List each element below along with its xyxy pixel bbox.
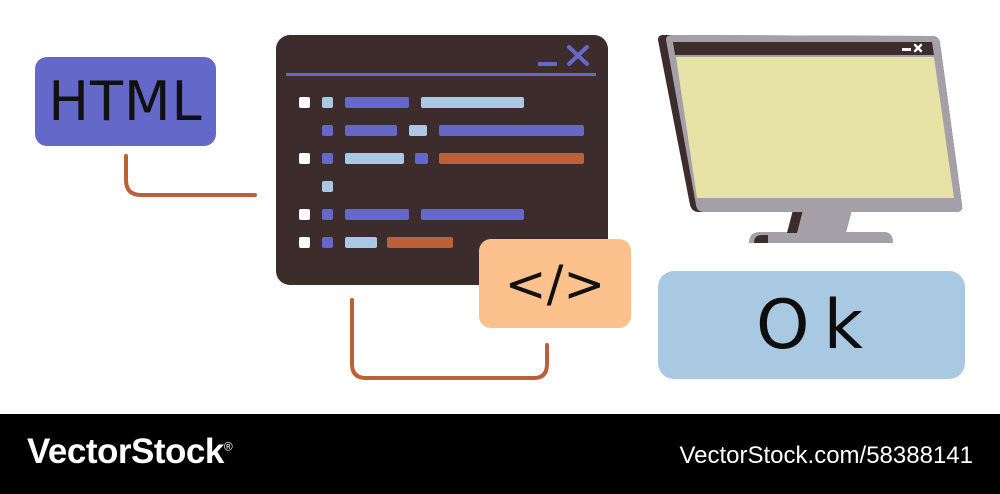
monitor-icon: [658, 34, 963, 243]
footer-brand-logo: VectorStock®: [27, 432, 233, 472]
illustration: HTML: [35, 34, 965, 380]
footer-brand-text: VectorStock: [27, 432, 224, 471]
close-icon: [567, 45, 589, 66]
connector-lines: [124, 154, 549, 380]
title-divider: [286, 73, 596, 76]
html-label-text: HTML: [48, 70, 203, 133]
ok-button[interactable]: Ok: [658, 271, 965, 379]
html-label-badge: HTML: [35, 57, 216, 146]
minimize-icon: [538, 62, 557, 66]
footer-image-id: VectorStock.com/58388141: [679, 442, 973, 469]
monitor-minimize-icon: [902, 48, 911, 51]
registered-mark: ®: [223, 439, 233, 454]
footer-watermark-bar: VectorStock® VectorStock.com/58388141: [0, 414, 1000, 494]
code-tag-badge: </>: [479, 239, 631, 328]
code-lines: [286, 45, 596, 248]
monitor-close-icon: [913, 43, 923, 53]
code-tag-text: </>: [504, 254, 606, 313]
ok-button-label: Ok: [756, 285, 877, 365]
